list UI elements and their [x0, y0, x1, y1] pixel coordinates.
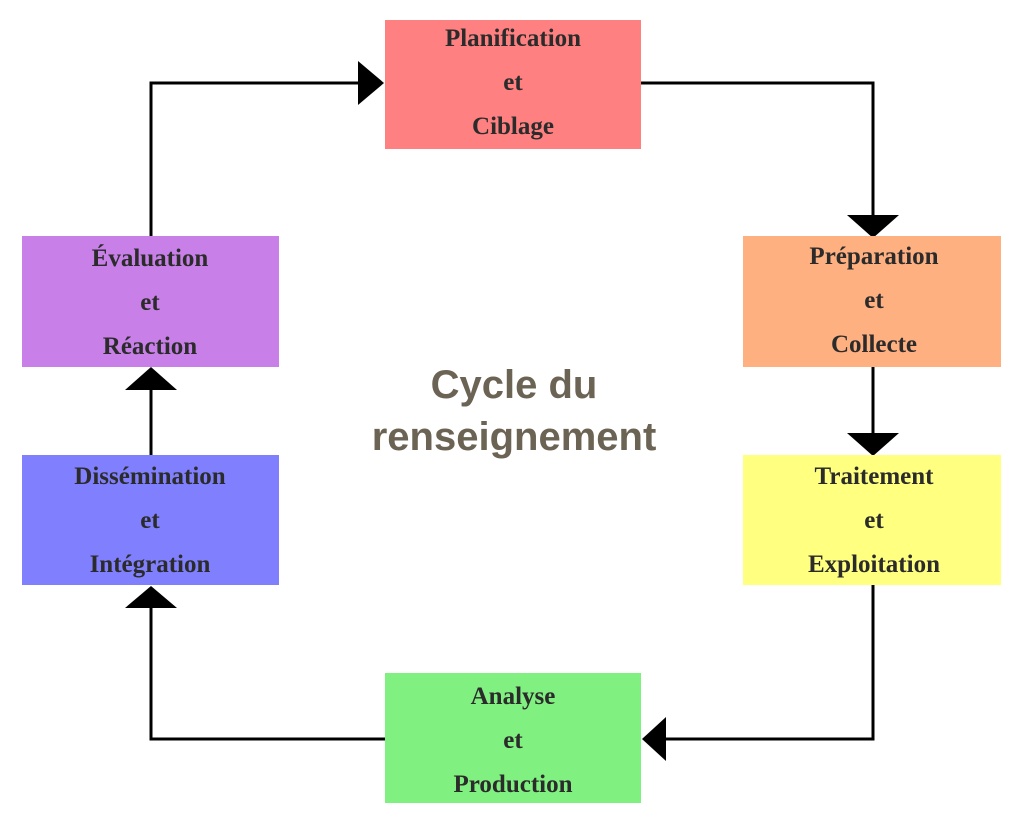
box-analyse-bg	[385, 673, 641, 803]
box-preparation-bg	[743, 236, 1001, 367]
box-evaluation-line-3: Réaction	[103, 333, 198, 360]
connector-analyse-to-dissemination	[149, 606, 385, 741]
box-dissemination: Dissémination et Intégration	[22, 455, 279, 585]
center-title-line-2: renseignement	[372, 415, 657, 459]
connector-planification-to-preparation	[641, 81, 875, 218]
connectors	[125, 61, 899, 761]
box-preparation-line-1: Préparation	[809, 243, 938, 270]
connector-evaluation-to-planification	[149, 81, 360, 236]
box-analyse-line-1: Analyse	[471, 683, 556, 710]
box-dissemination-line-2: et	[140, 507, 160, 534]
connector-traitement-to-analyse	[664, 585, 875, 741]
box-planification-line-1: Planification	[445, 25, 581, 52]
box-planification-line-2: et	[503, 69, 523, 96]
arrowhead-up-dissemination	[125, 586, 177, 608]
box-traitement-line-1: Traitement	[815, 463, 935, 490]
center-title-line-1: Cycle du	[431, 363, 598, 407]
arrowhead-down-preparation	[847, 215, 899, 238]
box-traitement: Traitement et Exploitation	[743, 455, 1001, 585]
box-preparation-line-2: et	[864, 287, 884, 314]
arrowhead-up-evaluation	[125, 367, 177, 390]
box-dissemination-line-1: Dissémination	[74, 463, 226, 490]
box-dissemination-bg	[22, 455, 279, 585]
box-evaluation-line-2: et	[140, 289, 160, 316]
box-preparation: Préparation et Collecte	[743, 236, 1001, 367]
box-planification-line-3: Ciblage	[472, 113, 554, 140]
box-planification-bg	[385, 20, 641, 149]
box-evaluation-line-1: Évaluation	[92, 244, 209, 272]
box-planification: Planification et Ciblage	[385, 20, 641, 149]
box-traitement-line-2: et	[864, 507, 884, 534]
box-analyse: Analyse et Production	[385, 673, 641, 803]
box-evaluation: Évaluation et Réaction	[22, 236, 279, 367]
center-title: Cycle du renseignement	[372, 363, 657, 459]
box-evaluation-bg	[22, 236, 279, 367]
arrowhead-left-analyse	[642, 717, 666, 761]
box-preparation-line-3: Collecte	[831, 331, 917, 358]
box-analyse-line-3: Production	[454, 771, 573, 798]
arrowhead-down-traitement	[847, 433, 899, 456]
box-traitement-bg	[743, 455, 1001, 585]
box-dissemination-line-3: Intégration	[90, 551, 211, 578]
box-analyse-line-2: et	[503, 727, 523, 754]
arrowhead-right-planification	[358, 61, 384, 105]
box-traitement-line-3: Exploitation	[808, 551, 940, 578]
